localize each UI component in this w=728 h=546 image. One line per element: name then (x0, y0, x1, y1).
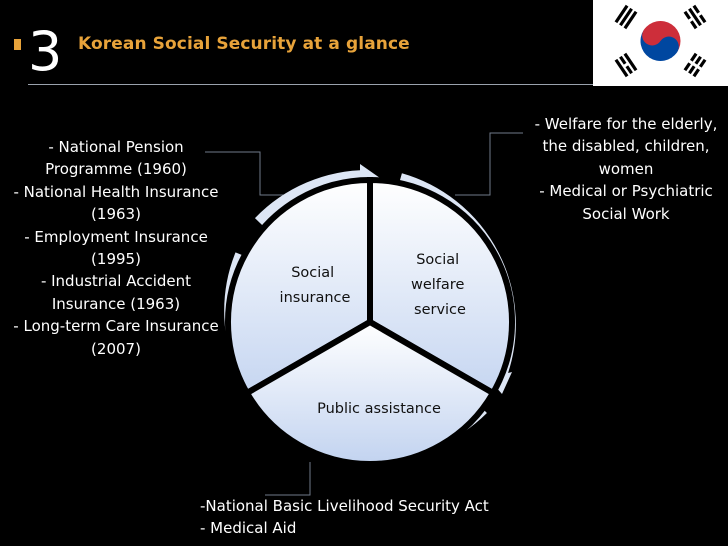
title-bullet (14, 39, 21, 50)
connector-left (205, 151, 290, 196)
svg-text:Social insurance: Social insurance (280, 265, 351, 306)
callout-line: -National Basic Livelihood Security Act (200, 497, 489, 515)
public-assistance-callout: -National Basic Livelihood Security Act … (200, 495, 520, 540)
connector-bottom (265, 462, 311, 496)
social-insurance-callout: - National Pension Programme (1960) - Na… (0, 136, 232, 360)
slide-number: 3 (28, 20, 63, 83)
callout-line: (2007) (91, 339, 141, 358)
callout-line: women (598, 159, 654, 178)
callout-line: the disabled, children, (542, 137, 710, 156)
title-divider (28, 84, 598, 85)
callout-line: - Medical Aid (200, 519, 297, 538)
callout-line: Social Work (582, 204, 670, 223)
segment-public-assistance (242, 318, 498, 468)
callout-line: - Industrial Accident (40, 272, 192, 291)
callout-line: - National Pension (48, 138, 184, 156)
social-insurance-label-2: insurance (280, 290, 351, 306)
social-welfare-label-3: service (414, 302, 466, 318)
slide-title: Korean Social Security at a glance (78, 34, 410, 54)
callout-line: (1963) (91, 205, 141, 224)
cycle-arc-top (254, 170, 369, 228)
connector-right (455, 132, 523, 196)
callout-line: - Long-term Care Insurance (13, 317, 219, 336)
south-korea-flag-icon (593, 0, 728, 86)
social-insurance-label-1: Social (291, 265, 334, 281)
callout-line: Insurance (1963) (51, 294, 181, 313)
public-assistance-label: Public assistance (317, 401, 441, 417)
callout-line: - Medical or Psychiatric (539, 182, 713, 201)
social-welfare-callout: - Welfare for the elderly, the disabled,… (524, 113, 728, 225)
callout-line: (1995) (91, 250, 141, 269)
callout-line: - National Health Insurance (13, 182, 219, 201)
callout-line: - Welfare for the elderly, (534, 115, 718, 133)
social-welfare-label-2: welfare (411, 277, 464, 293)
svg-text:Social welfare ser: Social welfare service (411, 252, 469, 318)
svg-text:Public assistance: Public assistance (317, 401, 441, 417)
callout-line: Programme (1960) (45, 160, 187, 179)
cycle-diagram: Social insurance Social welfare service … (200, 150, 540, 480)
callout-line: - Employment Insurance (24, 227, 208, 246)
social-welfare-label-1: Social (416, 252, 459, 268)
